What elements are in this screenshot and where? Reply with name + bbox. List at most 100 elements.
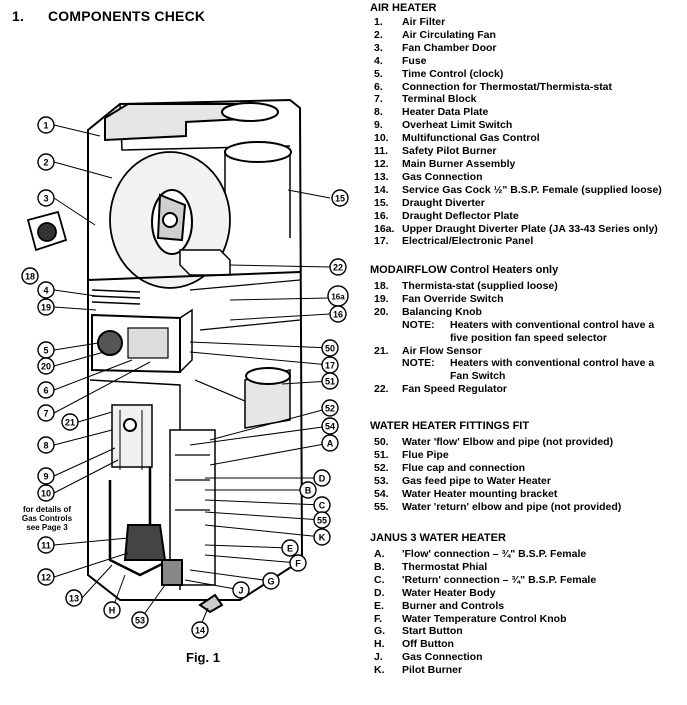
callout-circle (21, 267, 39, 285)
legend-item: A.'Flow' connection – ¾" B.S.P. Female (370, 548, 596, 561)
callout-circle (329, 258, 347, 276)
legend-item: 52. Flue cap and connection (370, 462, 621, 475)
legend-item: 13. Gas Connection (370, 171, 662, 184)
callout-text: 50 (325, 344, 335, 354)
callout-circle (37, 436, 55, 454)
callout-8: 8 (37, 436, 55, 454)
legend-key: 17. (374, 235, 389, 248)
legend-key: 16a. (374, 222, 395, 235)
legend-text: Multifunctional Gas Control (402, 132, 540, 145)
legend-text: Thermostat Phial (402, 560, 488, 573)
legend-text: Gas Connection (402, 170, 483, 183)
callout-circle (37, 116, 55, 134)
callout-text: 16a (331, 293, 345, 302)
callout-54: 54 (321, 417, 339, 435)
legend-text: Flue cap and connection (402, 461, 526, 474)
callout-text: 9 (43, 472, 48, 482)
legend-text: Air Circulating Fan (402, 28, 496, 41)
legend-key: 11. (374, 145, 389, 158)
legend-key: 52. (374, 461, 389, 474)
callout-text: J (238, 586, 243, 596)
modairflow-list: 18.Thermista-stat (supplied loose)19.Fan… (370, 280, 654, 396)
callout-circle (281, 539, 299, 557)
legend-text: Service Gas Cock ½" B.S.P. Female (suppl… (402, 183, 662, 196)
callout-20: 20 (37, 357, 55, 375)
legend-key: 1. (374, 16, 383, 28)
legend-text: Water Heater mounting bracket (402, 487, 558, 500)
callout-text: 15 (335, 194, 345, 204)
legend-key: 22. (374, 383, 389, 396)
callout-circle (313, 528, 331, 546)
note-line: Gas Controls (21, 514, 73, 523)
callout-circle (289, 554, 307, 572)
callout-circle (321, 434, 339, 452)
legend-item: 12.Main Burner Assembly (370, 158, 662, 171)
legend-item: 1. Air Filter (370, 16, 662, 29)
legend-item: 21.Air Flow Sensor (370, 345, 654, 358)
callout-1: 1 (37, 116, 55, 134)
callout-circle (65, 589, 83, 607)
legend-text: Safety Pilot Burner (402, 145, 497, 158)
callout-55: 55 (313, 511, 331, 529)
callout-E: E (281, 539, 299, 557)
legend-item: 5.Time Control (clock) (370, 68, 662, 81)
callout-circle (131, 611, 149, 629)
legend-key: 50. (374, 436, 389, 448)
legend-text: Water 'return' elbow and pipe (not provi… (402, 500, 622, 513)
legend-text: 'Return' connection – ¾" B.S.P. Female (402, 573, 597, 586)
callout-text: 7 (43, 409, 48, 419)
legend-key: 13. (374, 170, 389, 183)
callout-text: 10 (41, 489, 51, 499)
legend-item: 54.Water Heater mounting bracket (370, 488, 621, 501)
legend-item: 53.Gas feed pipe to Water Heater (370, 475, 621, 488)
callout-17: 17 (321, 356, 339, 374)
legend-text: Gas feed pipe to Water Heater (402, 474, 551, 487)
legend-text: Draught Deflector Plate (402, 209, 519, 222)
legend-key: H. (374, 638, 385, 651)
note-line: see Page 3 (26, 523, 68, 532)
legend-key: 10. (374, 132, 389, 145)
legend-item: 11. Safety Pilot Burner (370, 145, 662, 158)
legend-key: C. (374, 573, 385, 586)
legend-text: Heater Data Plate (402, 106, 489, 119)
callout-12: 12 (37, 568, 55, 586)
legend-text: Main Burner Assembly (402, 157, 516, 170)
callout-11: 11 (37, 536, 55, 554)
callout-circle (191, 621, 209, 639)
note-text: Heaters with conventional control have a (450, 357, 655, 370)
note-label: NOTE: (402, 318, 435, 331)
legend-key: B. (374, 560, 385, 573)
callout-circle (37, 298, 55, 316)
callout-text: 55 (317, 516, 327, 526)
legend-key: 5. (374, 67, 383, 80)
legend-key: 2. (374, 28, 383, 41)
legend-item: D.Water Heater Body (370, 587, 596, 600)
legend-text: Burner and Controls (402, 599, 505, 612)
callout-circle (321, 339, 339, 357)
legend-item: 4.Fuse (370, 55, 662, 68)
callout-51: 51 (321, 372, 339, 390)
callout-circle (321, 399, 339, 417)
callout-text: 52 (325, 404, 335, 414)
callout-circle (37, 484, 55, 502)
callout-text: 6 (43, 386, 48, 396)
callout-J: J (232, 581, 250, 599)
callout-circle (37, 536, 55, 554)
legend-item: E.Burner and Controls (370, 600, 596, 613)
legend-key: 7. (374, 93, 383, 106)
callout-text: 54 (325, 422, 335, 432)
callout-circle (262, 572, 280, 590)
page-title: 1.COMPONENTS CHECK (12, 8, 205, 24)
legend-item: 7.Terminal Block (370, 93, 662, 106)
legend-text: Fan Speed Regulator (402, 383, 508, 396)
legend-item: 16.Draught Deflector Plate (370, 210, 662, 223)
legend-key: 14. (374, 183, 389, 196)
callout-13: 13 (65, 589, 83, 607)
callout-circle (37, 357, 55, 375)
legend-item: B. Thermostat Phial (370, 561, 596, 574)
janus-heading: JANUS 3 WATER HEATER (370, 532, 506, 544)
legend-text: Air Filter (402, 16, 446, 28)
callout-text: 21 (65, 418, 75, 428)
legend-item: H.Off Button (370, 638, 596, 651)
